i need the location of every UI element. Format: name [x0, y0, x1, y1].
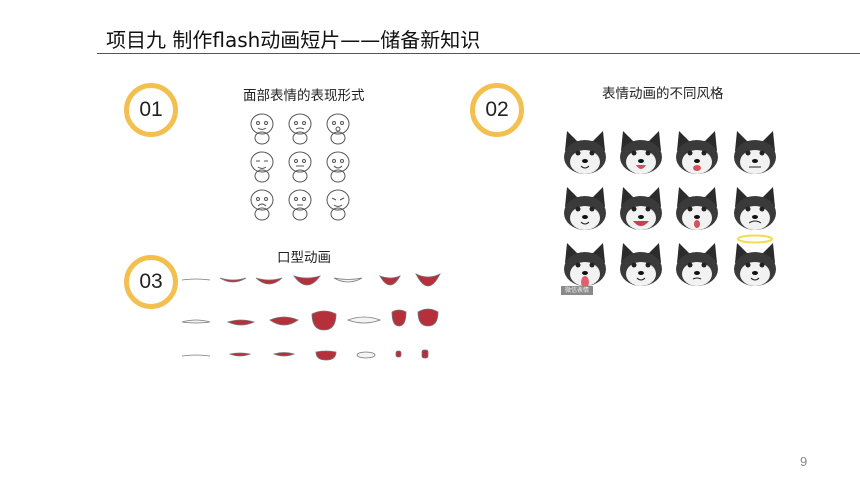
cartoon-expressions-grid	[250, 113, 350, 221]
page-number: 9	[800, 454, 808, 469]
section-caption-03: 口型动画	[277, 250, 331, 266]
title-underline	[97, 53, 860, 54]
section-badge-03: 03	[124, 255, 178, 309]
mouth-shapes-grid	[181, 273, 441, 361]
section-caption-02: 表情动画的不同风格	[602, 86, 724, 102]
section-badge-01: 01	[124, 83, 178, 137]
page-title: 项目九 制作flash动画短片——储备新知识	[106, 28, 481, 52]
section-badge-02: 02	[470, 83, 524, 137]
husky-expressions-grid	[564, 131, 776, 288]
watermark-label: 微信表情	[561, 286, 593, 295]
section-caption-01: 面部表情的表现形式	[243, 88, 365, 104]
